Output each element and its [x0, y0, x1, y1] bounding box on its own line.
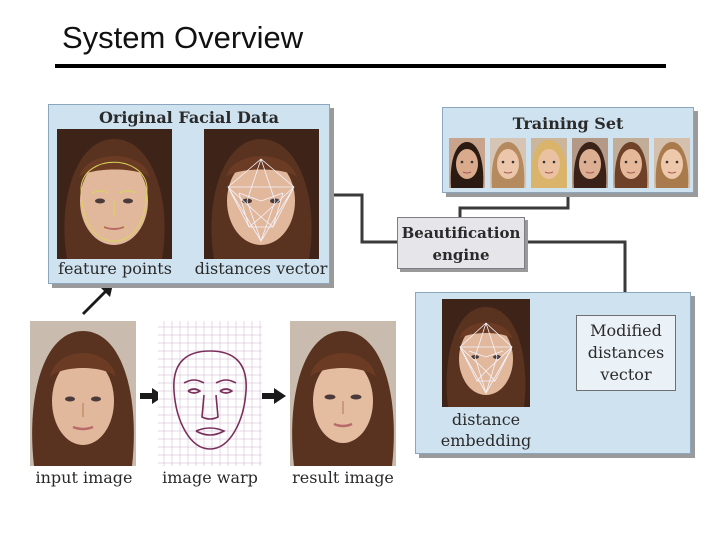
modified-distances-line1: Modified [577, 320, 675, 342]
beautification-engine-line2: engine [398, 244, 524, 266]
training-face-4 [572, 138, 608, 188]
image-warp-caption: image warp [150, 467, 270, 488]
input-image-caption: input image [26, 467, 142, 488]
original-facial-data-title: Original Facial Data [49, 108, 329, 127]
training-set-title: Training Set [443, 114, 693, 133]
distance-embedding-face-image [442, 299, 530, 407]
image-warp-image [158, 321, 262, 466]
training-face-5 [613, 138, 649, 188]
training-face-2 [490, 138, 526, 188]
distance-embedding-caption-line1: distance [426, 409, 546, 430]
modified-distances-line2: distances [577, 342, 675, 364]
modified-distances-line3: vector [577, 364, 675, 386]
distances-vector-face-image [204, 129, 319, 259]
feature-points-caption: feature points [49, 258, 181, 279]
beautification-engine-line1: Beautification [398, 222, 524, 244]
arrow-warp-to-result [262, 388, 286, 404]
distances-vector-caption: distances vector [191, 258, 331, 279]
arrow-input-to-features [82, 284, 113, 315]
beautification-engine-box: Beautification engine [397, 217, 525, 269]
training-face-1 [449, 138, 485, 188]
connector-training-to-engine [460, 192, 568, 217]
connector-original-to-engine [330, 195, 397, 242]
result-image [290, 321, 396, 466]
training-face-6 [654, 138, 690, 188]
distance-embedding-caption: distance embedding [426, 409, 546, 451]
input-image [30, 321, 136, 466]
distance-embedding-caption-line2: embedding [426, 430, 546, 451]
result-image-caption: result image [280, 467, 406, 488]
training-set-panel: Training Set [442, 107, 694, 193]
training-face-3 [531, 138, 567, 188]
modified-distances-vector-box: Modified distances vector [576, 315, 676, 391]
original-facial-data-panel: Original Facial Data feature points [48, 104, 330, 284]
feature-points-face-image [57, 129, 172, 259]
